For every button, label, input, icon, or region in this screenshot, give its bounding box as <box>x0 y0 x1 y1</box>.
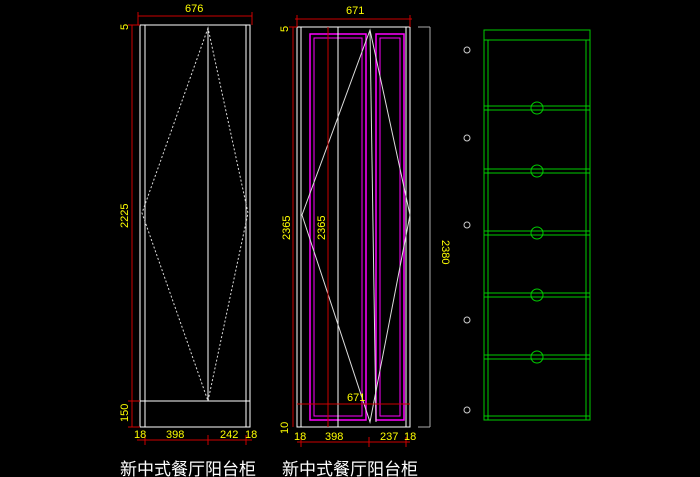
middle-top-gap-label: 5 <box>279 26 291 32</box>
middle-dimension-lines <box>289 15 412 447</box>
middle-cabinet-elevation <box>296 26 431 428</box>
left-bottom-dim-2: 398 <box>166 429 184 441</box>
middle-bottom-dim-4: 18 <box>404 431 416 443</box>
left-bottom-dim-1: 18 <box>134 429 146 441</box>
middle-bottom-dim-2: 398 <box>325 431 343 443</box>
middle-inner-width-label: 671 <box>347 392 365 404</box>
middle-caption: 新中式餐厅阳台柜 <box>282 460 418 477</box>
hinge-markers <box>463 46 471 414</box>
left-base-label: 150 <box>119 404 131 422</box>
left-top-gap-label: 5 <box>119 24 131 30</box>
left-height-label: 2225 <box>119 204 131 228</box>
middle-height-right-label: 2380 <box>439 240 451 264</box>
middle-height-left-label: 2365 <box>281 216 293 240</box>
left-width-label: 676 <box>185 3 203 15</box>
middle-bottom-dim-3: 237 <box>380 431 398 443</box>
left-caption: 新中式餐厅阳台柜 <box>120 460 256 477</box>
left-bottom-dim-4: 18 <box>245 429 257 441</box>
right-cabinet-section <box>483 29 591 421</box>
middle-height-inner-label: 2365 <box>316 216 328 240</box>
left-bottom-dim-3: 242 <box>220 429 238 441</box>
middle-bottom-dim-1: 18 <box>294 431 306 443</box>
middle-width-label: 671 <box>346 5 364 17</box>
middle-base-label: 10 <box>279 422 291 434</box>
left-dimension-lines <box>128 12 253 445</box>
left-cabinet-elevation <box>139 24 251 428</box>
